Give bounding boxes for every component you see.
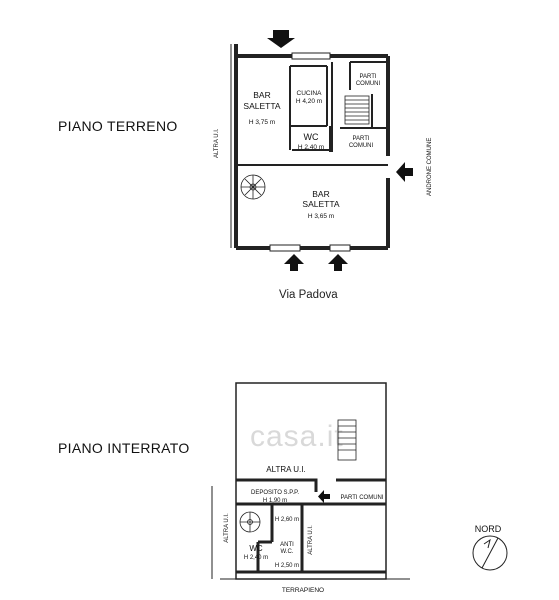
- ground-floor-entry-arrows: [267, 30, 413, 271]
- room-parti-comuni-mid-l1: PARTI: [352, 136, 369, 142]
- entry-arrow-bottom-left: [284, 254, 304, 271]
- room-bar-saletta-main-height: H 3,65 m: [308, 213, 334, 220]
- ground-floor-windows: [269, 52, 351, 252]
- basement-interior-walls: [236, 478, 386, 574]
- room-bar-saletta-main-l1: BAR: [312, 189, 329, 199]
- room-parti-comuni-top-l2: COMUNI: [356, 81, 381, 87]
- ground-floor-side-left: ALTRA U.I.: [214, 128, 220, 158]
- room-bar-saletta-top-height: H 3,75 m: [249, 119, 275, 126]
- basement-stairs: [337, 419, 357, 461]
- basement-deposito: DEPOSITO S.P.P.: [251, 490, 299, 496]
- room-bar-saletta-top-l1: BAR: [253, 90, 270, 100]
- compass: NORD: [472, 524, 508, 571]
- ground-floor-side-right: ANDRONE COMUNE: [427, 138, 433, 196]
- room-parti-comuni-mid-l2: COMUNI: [349, 143, 374, 149]
- compass-label: NORD: [475, 524, 502, 534]
- ground-floor-interior-walls: [236, 61, 388, 166]
- compass-north-mark: [483, 538, 491, 549]
- basement-stair-height: H 2,60 m: [275, 517, 299, 523]
- room-parti-comuni-top-l1: PARTI: [359, 74, 376, 80]
- entry-arrow-right: [396, 162, 413, 182]
- room-wc: WC: [304, 132, 319, 142]
- room-bar-saletta-main-l2: SALETTA: [302, 199, 339, 209]
- watermark: casa.it: [250, 420, 344, 453]
- basement-inner-label: ALTRA U.I.: [308, 525, 314, 555]
- room-cucina: CUCINA: [297, 90, 323, 97]
- basement-corridor-height: H 2,50 m: [275, 563, 299, 569]
- basement-spiral-staircase: [239, 511, 261, 533]
- basement-deposito-height: H 1,90 m: [263, 498, 287, 504]
- basement-wc: WC: [249, 544, 263, 553]
- compass-circle: [472, 535, 508, 571]
- room-cucina-height: H 4,20 m: [296, 98, 322, 105]
- basement-top-label: ALTRA U.I.: [266, 465, 305, 474]
- ground-floor-title: PIANO TERRENO: [58, 118, 178, 134]
- spiral-staircase: [240, 174, 266, 200]
- room-bar-saletta-top-l2: SALETTA: [243, 101, 280, 111]
- ground-floor-stairs: [344, 95, 370, 125]
- basement-floor-title: PIANO INTERRATO: [58, 440, 190, 456]
- ground-floor-outer-walls: [234, 44, 390, 250]
- basement-entry-arrow: [318, 490, 330, 503]
- basement-left-label: ALTRA U.I.: [224, 513, 230, 543]
- compass-needle: [481, 537, 499, 569]
- room-wc-height: H 2,40 m: [298, 144, 324, 151]
- basement-anti-wc-l1: ANTI: [280, 542, 294, 548]
- entry-arrow-bottom-right: [328, 254, 348, 271]
- entry-arrow-top: [267, 30, 295, 48]
- basement-wc-height: H 2,40 m: [244, 555, 268, 561]
- basement-parti-comuni: PARTI COMUNI: [340, 495, 383, 501]
- street-label: Via Padova: [279, 289, 338, 301]
- basement-anti-wc-l2: W.C.: [281, 549, 294, 555]
- basement-bottom-label: TERRAPIENO: [282, 587, 324, 594]
